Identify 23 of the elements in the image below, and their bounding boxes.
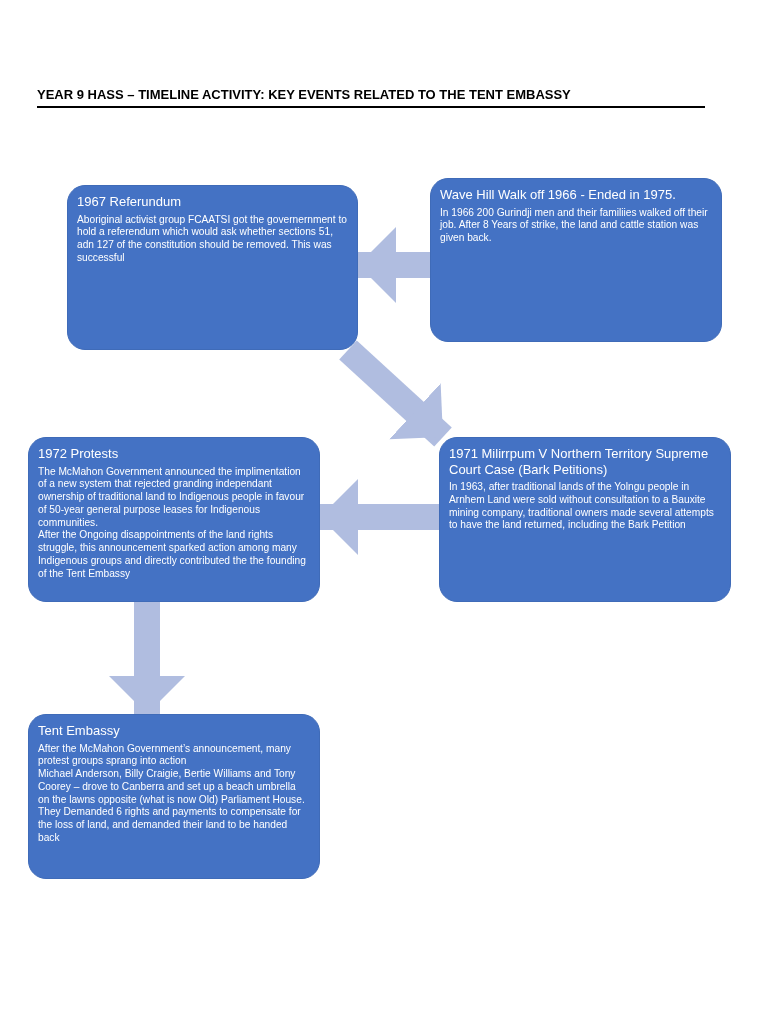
event-heading: 1972 Protests — [38, 446, 120, 462]
block-arrow — [320, 479, 439, 555]
event-description: After the McMahon Government’s announcement, many protest groups sprang into action — [38, 742, 292, 769]
event-box — [28, 437, 320, 602]
event-heading: 1971 Milirrpum V Northern Territory Supreme Court Case (Bark Petitions) — [449, 446, 710, 478]
event-description: Michael Anderson, Billy Craigie, Bertie Williams and Tony Coorey – drove to Canberra and set up a beach umbrella on the lawns opposite (what is now Old) Parliament House. — [38, 768, 306, 807]
event-description: They Demanded 6 rights and payments to compensate for the loss of land, and demanded their land to be handed back — [38, 806, 302, 845]
event-box — [430, 178, 722, 342]
event-description: The McMahon Government announced the implimentation of a new system that rejected granding independant ownership of traditional land to Indigenous people in favour of 50-year general purpose leases for Indigenous communities. — [38, 465, 306, 530]
block-arrow — [109, 602, 185, 714]
event-box — [67, 185, 358, 350]
event-heading: Wave Hill Walk off 1966 - Ended in 1975. — [440, 187, 677, 203]
block-arrow — [358, 227, 430, 303]
event-heading: Tent Embassy — [38, 723, 121, 739]
event-description: In 1963, after traditional lands of the Yolngu people in Arnhem Land were sold without consultation to a Bauxite mining company, traditional owners made several attempts to have the land returned, including the Bark Petition — [449, 481, 715, 533]
page-title: YEAR 9 HASS – TIMELINE ACTIVITY: KEY EVENTS RELATED TO THE TENT EMBASSY — [37, 87, 571, 102]
event-heading: 1967 Referundum — [77, 194, 183, 210]
event-box — [439, 437, 731, 602]
event-description: Aboriginal activist group FCAATSI got the governernment to hold a referendum which would ask whether sections 51, adn 127 of the constitution should be removed. This was successful — [77, 213, 347, 265]
event-description: In 1966 200 Gurindji men and their familiies walked off their job. After 8 Years of strike, the land and cattle station was given back. — [440, 206, 709, 245]
block-arrow — [339, 340, 452, 447]
event-description: After the Ongoing disappointments of the land rights struggle, this announcement sparked action among many Indigenous groups and directly contributed the the founding of the Tent Embassy — [38, 529, 307, 581]
event-box — [28, 714, 320, 879]
